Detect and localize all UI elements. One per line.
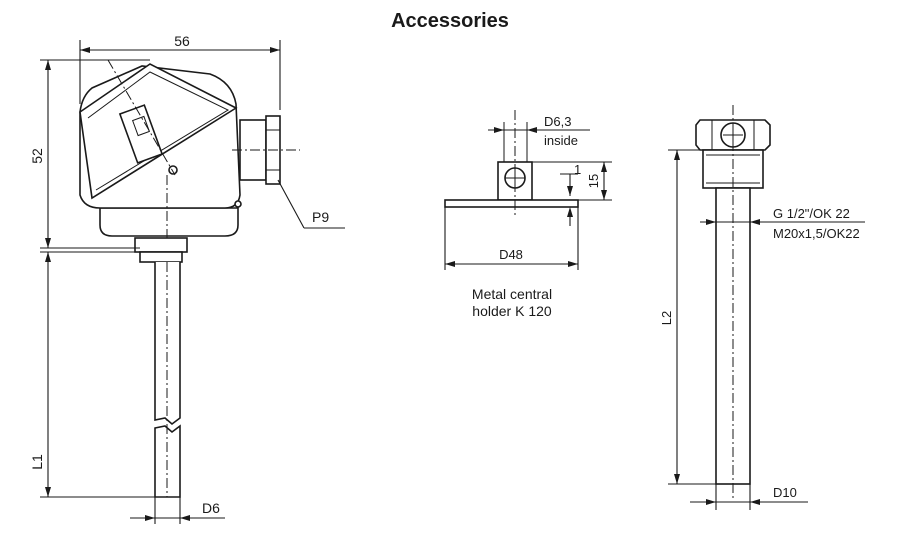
width-label: 56 <box>174 33 190 49</box>
thread-label-2: M20x1,5/OK22 <box>773 226 860 241</box>
flange-label: D48 <box>499 247 523 262</box>
height-dimension: 15 1 <box>532 161 612 226</box>
central-holder: D6,3 inside 15 1 D48 Metal c <box>444 110 612 319</box>
bore-label-2: inside <box>544 133 578 148</box>
dimension-height: 52 <box>29 59 150 249</box>
dimension-width: 56 <box>79 33 281 110</box>
holder-height-label: 15 <box>586 174 601 188</box>
diameter10-label: D10 <box>773 485 797 500</box>
thread-label-1: G 1/2"/OK 22 <box>773 206 850 221</box>
connector-label: P9 <box>312 209 329 225</box>
length-label: L1 <box>29 454 45 470</box>
probe-tube <box>134 237 188 498</box>
bore-label-1: D6,3 <box>544 114 571 129</box>
height-label: 52 <box>29 148 45 164</box>
holder-caption-1: Metal central <box>472 286 552 302</box>
page-title: Accessories <box>391 10 509 32</box>
flange-dimension: D48 <box>444 207 579 270</box>
dimension-length: L1 <box>29 251 155 498</box>
length2-label: L2 <box>659 311 674 325</box>
bore-dimension: D6,3 inside <box>488 114 590 148</box>
dimension-diameter: D6 <box>130 497 225 524</box>
thread-dimension: G 1/2"/OK 22 M20x1,5/OK22 <box>700 206 865 241</box>
connector-leader: P9 <box>277 179 345 229</box>
length2-dimension: L2 <box>659 149 716 485</box>
threaded-fitting: G 1/2"/OK 22 M20x1,5/OK22 L2 D10 <box>659 105 865 510</box>
diameter-label: D6 <box>202 500 220 516</box>
head-cover <box>79 63 238 200</box>
step-label: 1 <box>574 162 581 177</box>
diameter10-dimension: D10 <box>690 484 808 510</box>
sensor-assembly: 56 52 P9 L1 <box>29 33 345 524</box>
holder-caption-2: holder K 120 <box>472 303 552 319</box>
head-base <box>99 207 239 237</box>
cable-gland <box>232 115 300 208</box>
